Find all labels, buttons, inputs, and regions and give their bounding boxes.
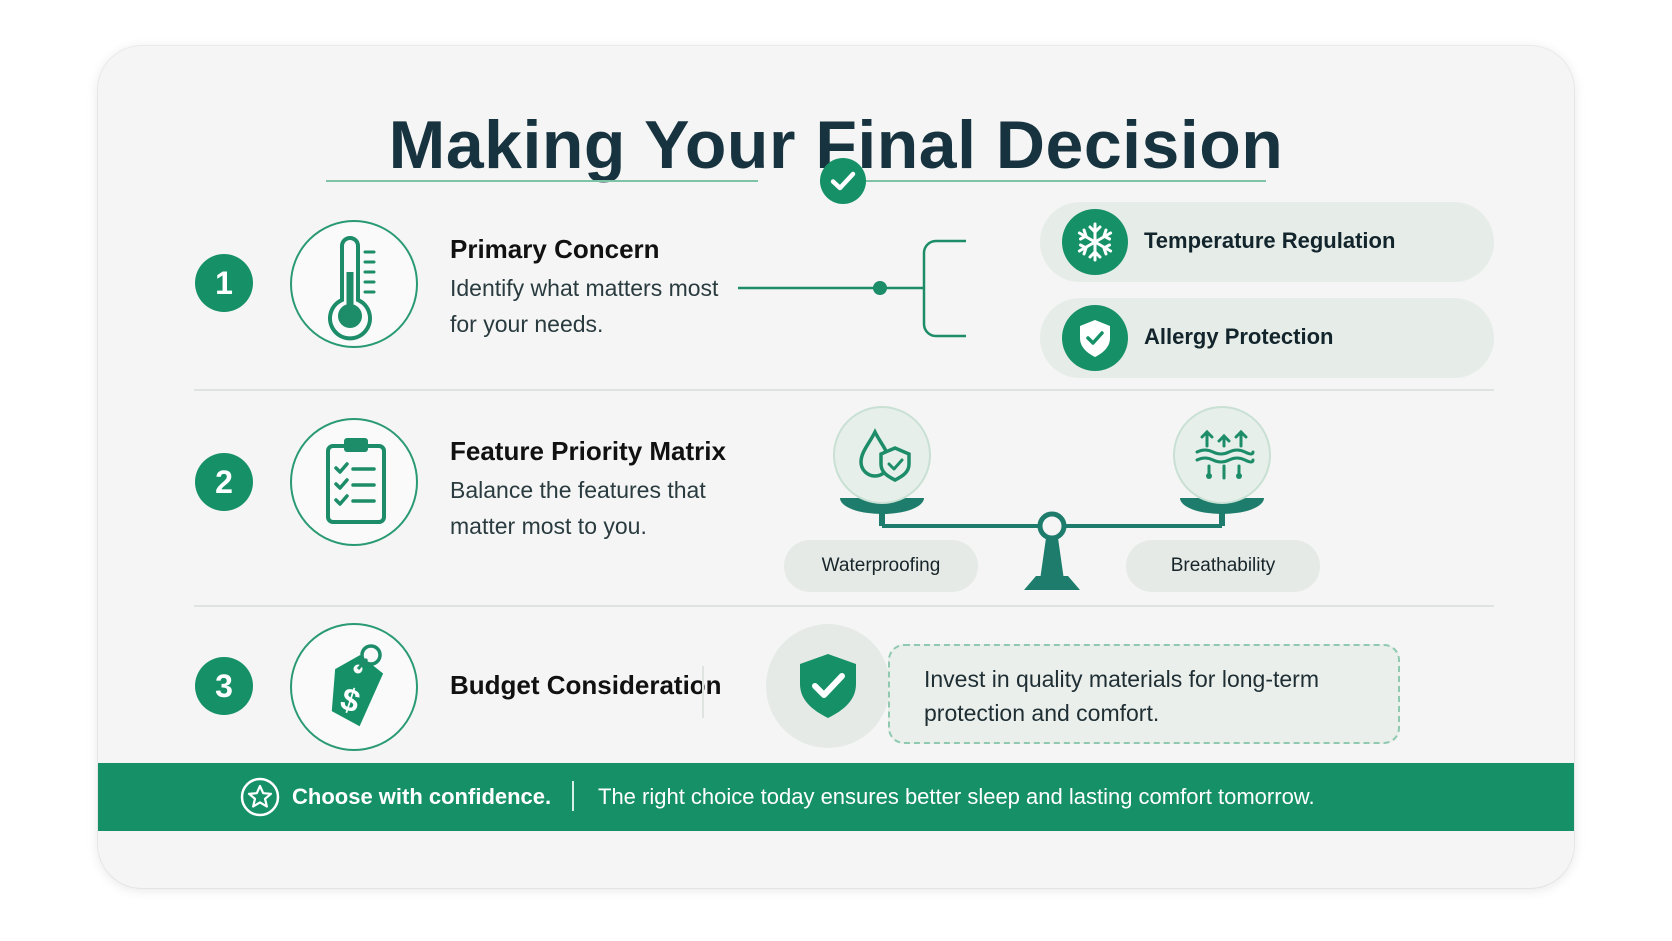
star-icon xyxy=(240,777,280,817)
step-title-budget-consideration: Budget Consideration xyxy=(450,670,722,700)
balance-label-breathability: Breathability xyxy=(1126,540,1320,592)
shield-check-icon xyxy=(1062,305,1128,371)
footer-banner: Choose with confidence. The right choice… xyxy=(98,763,1574,831)
step-number-3: 3 xyxy=(195,657,253,715)
concern-label: Allergy Protection xyxy=(1144,324,1334,349)
step-description-primary-concern: Identify what matters most for your need… xyxy=(450,275,719,337)
price-tag-icon: $ xyxy=(290,623,418,751)
budget-note-text: Invest in quality materials for long-ter… xyxy=(924,666,1319,726)
branch-connector xyxy=(738,239,966,338)
footer-message: The right choice today ensures better sl… xyxy=(598,784,1315,809)
decision-card: Making Your Final Decision 1 Primary Con… xyxy=(98,46,1574,888)
concern-label: Temperature Regulation xyxy=(1144,228,1396,253)
section-divider xyxy=(194,605,1494,607)
footer-tagline: Choose with confidence. xyxy=(292,784,552,809)
shield-check-icon xyxy=(766,624,890,748)
step-number-1: 1 xyxy=(195,254,253,312)
snowflake-icon xyxy=(1062,209,1128,275)
step-number-2: 2 xyxy=(195,453,253,511)
airflow-icon xyxy=(1173,406,1271,504)
title-rule-left xyxy=(326,180,758,182)
step-title-feature-priority-matrix: Feature Priority Matrix xyxy=(450,436,726,466)
balance-scale xyxy=(840,498,1264,590)
title-rule-right xyxy=(828,180,1266,182)
thermometer-icon xyxy=(290,220,418,348)
step-title-primary-concern: Primary Concern xyxy=(450,234,660,264)
water-drop-shield-icon xyxy=(833,406,931,504)
vertical-separator xyxy=(702,666,704,718)
balance-label-waterproofing: Waterproofing xyxy=(784,540,978,592)
step-description-feature-priority-matrix: Balance the features that matter most to… xyxy=(450,477,706,539)
concern-temperature-regulation: Temperature Regulation xyxy=(1040,202,1494,282)
check-circle-icon xyxy=(820,158,866,204)
clipboard-checklist-icon xyxy=(290,418,418,546)
footer-separator xyxy=(572,781,574,811)
section-divider xyxy=(194,389,1494,391)
concern-allergy-protection: Allergy Protection xyxy=(1040,298,1494,378)
budget-note-box: Invest in quality materials for long-ter… xyxy=(888,644,1400,744)
